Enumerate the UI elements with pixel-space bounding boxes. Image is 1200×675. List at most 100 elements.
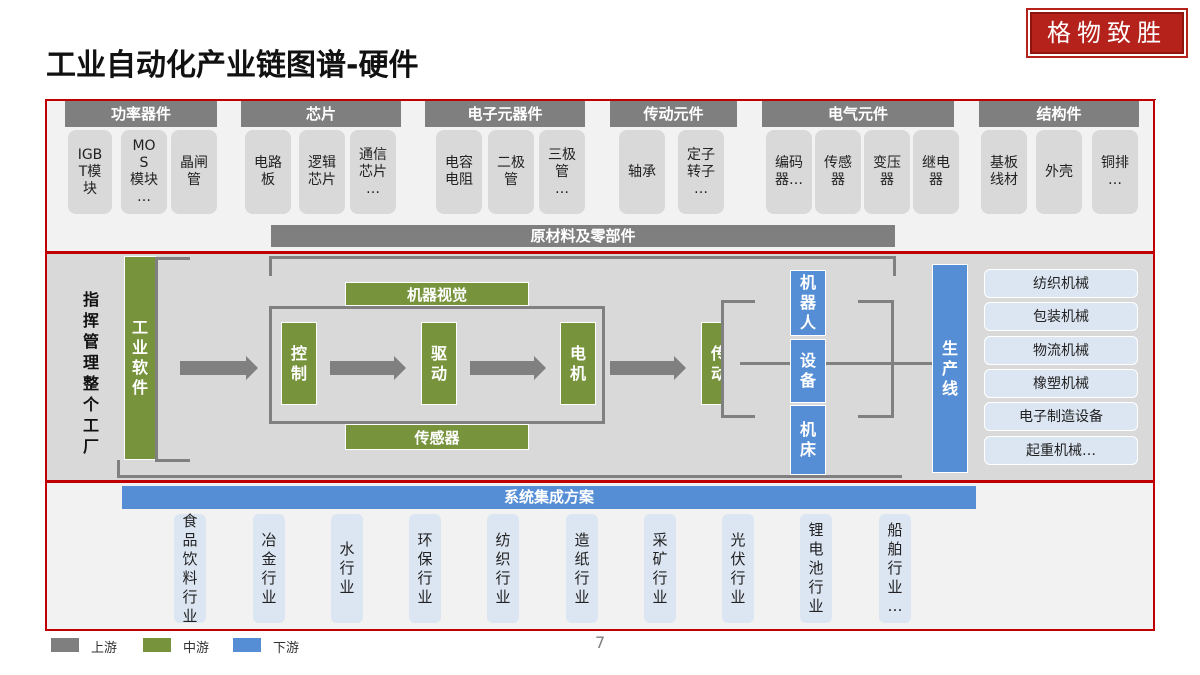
drive-box[interactable]: 驱动	[421, 322, 457, 405]
component-card-label: 晶闸	[180, 155, 208, 171]
char: 料	[182, 568, 198, 587]
factory-management-label: 指挥管理整个工厂	[78, 288, 104, 458]
char: 软	[131, 358, 148, 377]
component-card[interactable]: 铜排…	[1092, 130, 1138, 214]
char: 工	[82, 416, 99, 435]
category-header: 芯片	[241, 101, 401, 127]
char: 行	[887, 559, 903, 577]
component-card-label: 三极	[548, 146, 576, 163]
component-card[interactable]: 电路板	[245, 130, 291, 214]
industry-item[interactable]: 船舶行业…	[879, 514, 911, 623]
component-card-label: S	[139, 155, 149, 171]
sensor-box[interactable]: 传感器	[345, 424, 529, 450]
industrial-software-box[interactable]: 工业软件	[124, 256, 156, 460]
char: 制	[290, 363, 307, 383]
component-card[interactable]: 电容电阻	[436, 130, 482, 214]
char: 行	[495, 568, 511, 587]
component-card-label: 线材	[990, 172, 1018, 188]
equipment-right-bracket	[858, 300, 894, 418]
component-card[interactable]: 编码器…	[766, 130, 812, 214]
industry-item[interactable]: 采矿行业	[644, 514, 676, 623]
component-card-label: 管	[187, 172, 201, 188]
motor-box[interactable]: 电机	[560, 322, 596, 405]
char: 业	[131, 338, 148, 357]
char: 金	[261, 549, 277, 568]
industry-item[interactable]: 水行业	[331, 514, 363, 623]
char: 个	[82, 395, 99, 414]
component-card[interactable]: 变压器	[864, 130, 910, 214]
char: 保	[417, 549, 433, 568]
component-card[interactable]: 外壳	[1036, 130, 1082, 214]
char: 水	[339, 540, 355, 558]
component-card[interactable]: 通信芯片…	[350, 130, 396, 214]
production-line-box[interactable]: 生产线	[932, 264, 968, 473]
industry-item[interactable]: 环保行业	[409, 514, 441, 623]
char: 机	[799, 420, 816, 439]
component-card-label: 器	[880, 172, 894, 188]
component-card-label: 外壳	[1045, 163, 1073, 180]
legend-label: 中游	[183, 641, 210, 656]
category-header: 电气元件	[762, 101, 954, 127]
control-box[interactable]: 控制	[281, 322, 317, 405]
component-card-label: 芯片	[359, 163, 387, 180]
char: 理	[82, 353, 99, 372]
application-item[interactable]: 电子制造设备	[984, 402, 1138, 432]
application-item[interactable]: 包装机械	[984, 302, 1138, 332]
component-card[interactable]: 三极管…	[539, 130, 585, 214]
char: 业	[652, 587, 668, 606]
char: 厂	[82, 437, 99, 456]
component-card[interactable]: 定子转子…	[678, 130, 724, 214]
machine-tool-box[interactable]: 机床	[790, 405, 826, 475]
char: 业	[182, 606, 198, 625]
char: 业	[417, 587, 433, 606]
equipment-box[interactable]: 设备	[790, 339, 826, 403]
component-card[interactable]: 传感器	[815, 130, 861, 214]
component-card[interactable]: 基板线材	[981, 130, 1027, 214]
component-card-label: …	[137, 189, 151, 205]
component-card[interactable]: 晶闸管	[171, 130, 217, 214]
char: 冶	[261, 530, 277, 549]
component-card-label: 器…	[775, 172, 803, 188]
component-card[interactable]: 逻辑芯片	[299, 130, 345, 214]
application-item[interactable]: 纺织机械	[984, 269, 1138, 298]
application-item[interactable]: 橡塑机械	[984, 368, 1138, 398]
industry-item[interactable]: 造纸行业	[566, 514, 598, 623]
component-card-label: 电容	[445, 155, 473, 171]
connector-line	[824, 362, 934, 365]
industry-item[interactable]: 纺织行业	[487, 514, 519, 623]
char: 生	[941, 338, 958, 358]
legend-swatch	[233, 638, 261, 652]
char: 业	[339, 578, 355, 596]
legend-label: 下游	[273, 641, 300, 656]
industry-item[interactable]: 光伏行业	[722, 514, 754, 623]
char: 件	[131, 378, 148, 397]
component-card[interactable]: 轴承	[619, 130, 665, 214]
industry-item[interactable]: 锂电池行业	[800, 514, 832, 623]
application-item[interactable]: 起重机械…	[984, 435, 1138, 465]
char: 锂	[808, 521, 824, 539]
component-card-label: 铜排	[1101, 155, 1129, 171]
char: 行	[339, 559, 355, 577]
component-card-label: 传感	[824, 155, 852, 171]
robot-box[interactable]: 机器人	[790, 270, 826, 336]
char: 电	[808, 540, 824, 558]
component-card[interactable]: 继电器	[913, 130, 959, 214]
char: 器	[799, 293, 816, 312]
machine-vision-box[interactable]: 机器视觉	[345, 282, 529, 306]
page-number: 7	[595, 633, 606, 652]
arrow-icon	[610, 356, 686, 380]
char: 矿	[652, 549, 668, 568]
char: 床	[799, 440, 816, 459]
char: 纸	[574, 549, 590, 568]
char: 机	[569, 363, 586, 383]
char: 设	[799, 351, 816, 370]
component-card-label: 变压	[873, 155, 901, 171]
component-card[interactable]: 二极管	[488, 130, 534, 214]
industry-item[interactable]: 冶金行业	[253, 514, 285, 623]
char: 池	[808, 559, 824, 577]
component-card-label: 通信	[359, 146, 387, 163]
application-item[interactable]: 物流机械	[984, 335, 1138, 365]
industry-item[interactable]: 食品饮料行业	[174, 512, 206, 625]
